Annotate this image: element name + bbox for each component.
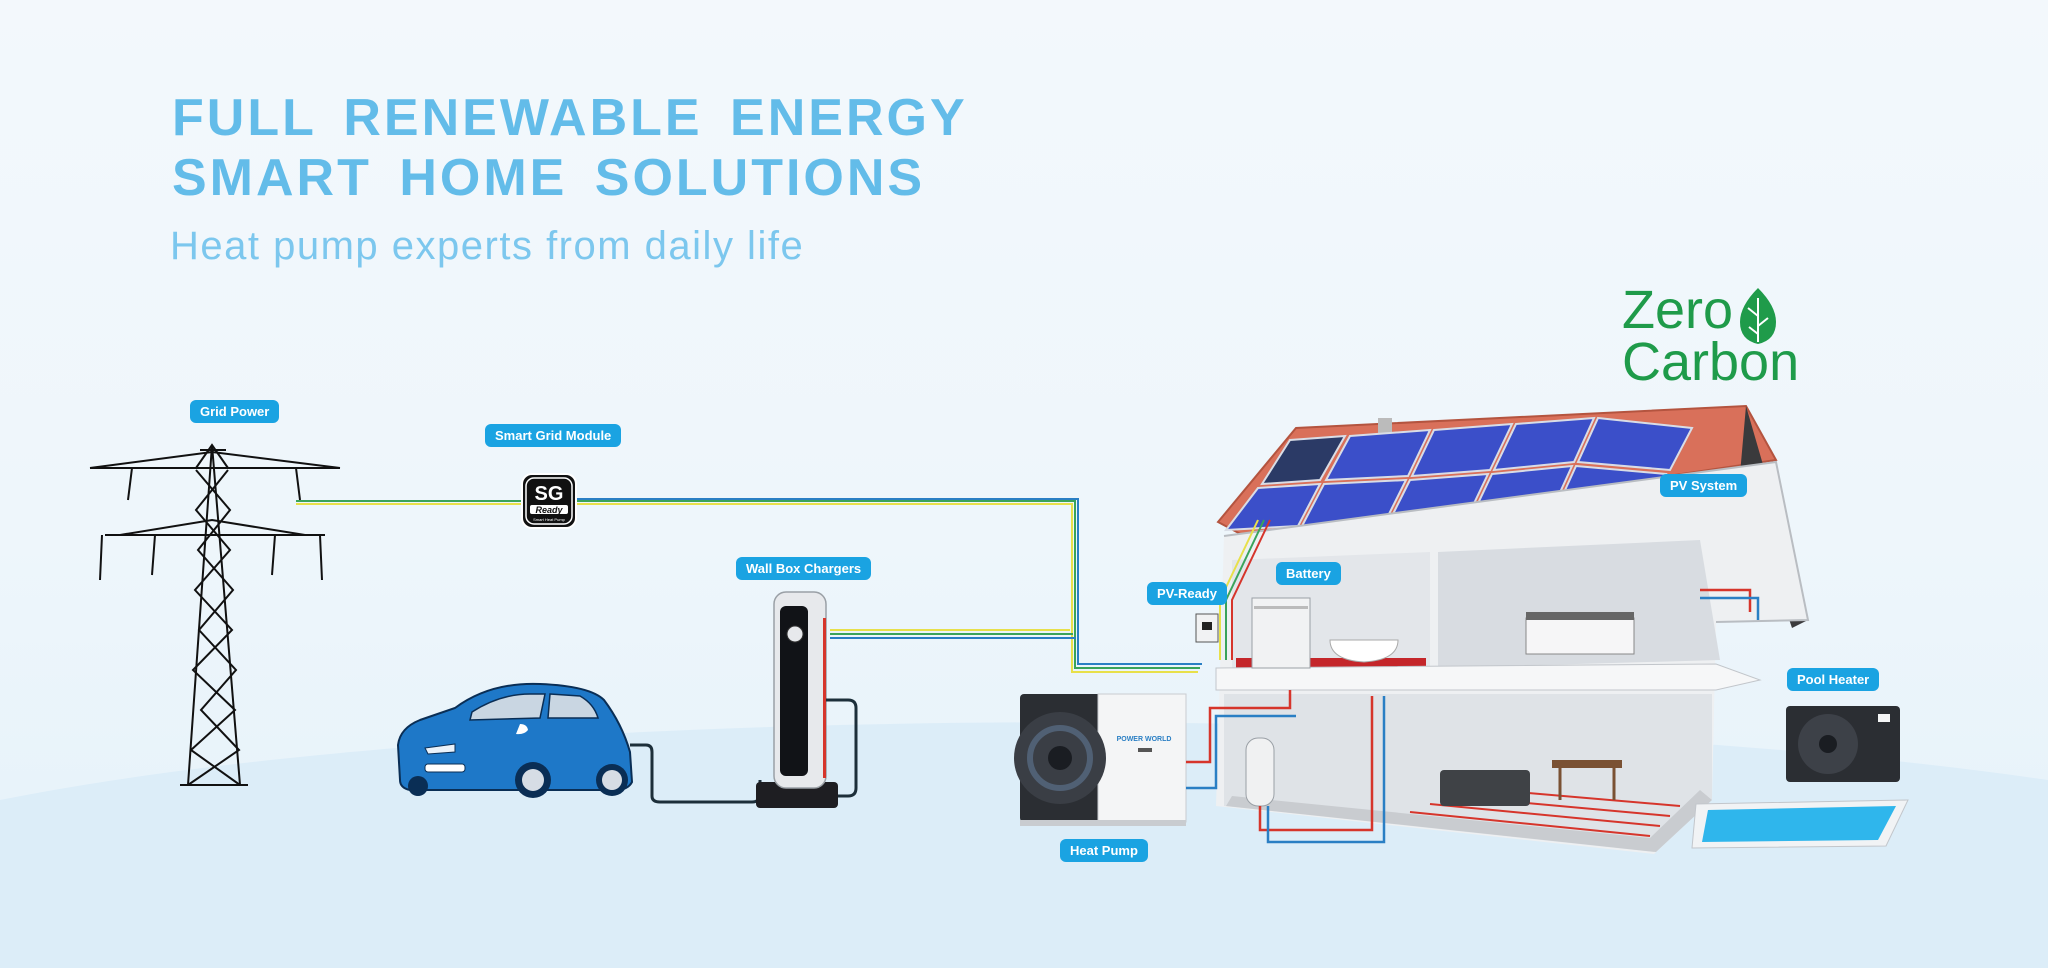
headline-line-2: SMART HOME SOLUTIONS <box>172 149 926 207</box>
electric-car-icon <box>396 682 634 798</box>
zero-word: Zero <box>1622 280 1734 340</box>
label-heat-pump: Heat Pump <box>1060 839 1148 862</box>
swimming-pool-icon <box>1691 799 1909 849</box>
sg-big-text: SG <box>535 483 564 505</box>
label-pv-system: PV System <box>1660 474 1748 497</box>
wall-charger-icon <box>756 591 858 808</box>
house-cutaway-icon <box>1186 404 1810 854</box>
label-pv-ready: PV-Ready <box>1147 582 1227 605</box>
label-battery: Battery <box>1276 562 1341 585</box>
heat-pump-unit-icon: POWER WORLD <box>1014 693 1187 826</box>
headline-line-1: FULL RENEWABLE ENERGY <box>172 89 968 147</box>
transmission-tower-icon <box>89 443 341 786</box>
zero-carbon-logo: Zero Carbon <box>1622 280 1800 392</box>
sg-ready-module-icon: SG Ready Smart Heat Pump <box>521 473 577 529</box>
label-smart-grid-module: Smart Grid Module <box>485 424 622 447</box>
carbon-word: Carbon <box>1622 332 1800 392</box>
sg-tiny-text: Smart Heat Pump <box>533 517 566 522</box>
label-wall-box-chargers: Wall Box Chargers <box>736 557 872 580</box>
heat-pump-brand-text: POWER WORLD <box>1117 736 1172 743</box>
leaf-icon <box>1740 288 1776 344</box>
sg-small-text: Ready <box>535 505 563 515</box>
label-grid-power: Grid Power <box>190 400 280 423</box>
grid-wires <box>296 498 1202 673</box>
label-pool-heater: Pool Heater <box>1787 668 1880 691</box>
subtitle: Heat pump experts from daily life <box>170 224 805 268</box>
pool-heater-unit-icon <box>1786 706 1900 782</box>
